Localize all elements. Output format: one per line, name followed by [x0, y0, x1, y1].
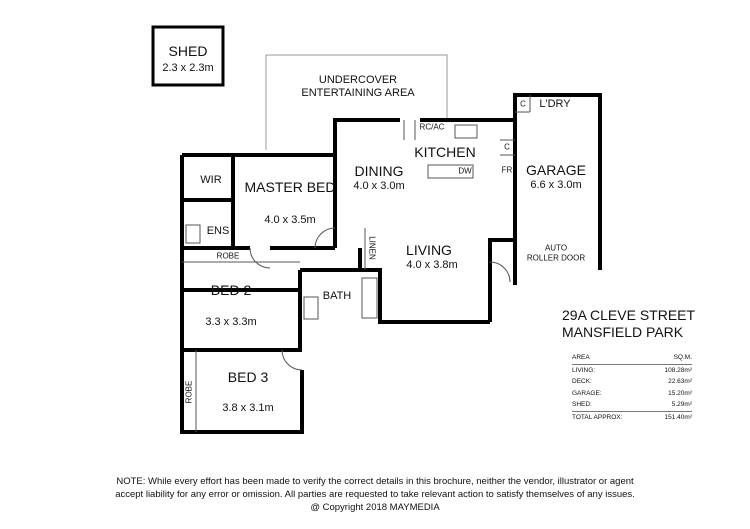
fridge-label: FR: [501, 165, 513, 175]
dishwasher-label: DW: [458, 166, 472, 176]
bath-label: BATH: [322, 290, 352, 302]
master-bed-dims: 4.0 x 3.5m: [264, 214, 316, 226]
bed3-robe-label: ROBE: [184, 380, 194, 404]
ens-label: ENS: [206, 225, 230, 237]
row-name: SHED:: [572, 401, 592, 409]
living-dims: 4.0 x 3.8m: [406, 259, 458, 271]
total-value: 151.40m²: [664, 413, 692, 421]
cupboard-label: C: [504, 142, 510, 152]
row-value: 15.20m²: [668, 389, 692, 397]
garage-dims: 6.6 x 3.0m: [530, 179, 582, 191]
row-value: 22.63m²: [668, 378, 692, 386]
rcac-label: RC/AC: [419, 122, 445, 132]
dining-label: DINING: [354, 163, 404, 179]
undercover-label-2: ENTERTAINING AREA: [301, 87, 415, 99]
area-table-header: AREA SQ.M.: [572, 352, 692, 365]
row-name: LIVING:: [572, 366, 596, 374]
undercover-label: UNDERCOVER: [318, 74, 398, 86]
shed-dims: 2.3 x 2.3m: [162, 62, 214, 74]
bed2-label: BED 2: [210, 282, 252, 298]
bed2-dims: 3.3 x 3.3m: [205, 316, 257, 328]
kitchen-label: KITCHEN: [414, 144, 476, 160]
copyright: @ Copyright 2018 MAYMEDIA: [310, 502, 440, 513]
shed-outline: [151, 25, 225, 87]
table-row: SHED: 5.29m²: [572, 399, 692, 411]
header-area: AREA: [572, 354, 590, 362]
shed-label: SHED: [168, 43, 208, 59]
dining-dims: 4.0 x 3.0m: [353, 180, 405, 192]
laundry-cupboard-label: C: [520, 99, 526, 109]
row-value: 5.29m²: [671, 401, 692, 409]
total-name: TOTAL APPROX:: [572, 413, 623, 421]
note-line-2: accept liability for any error or omissi…: [115, 489, 635, 500]
garage-door-label: AUTO: [544, 243, 568, 253]
header-sqm: SQ.M.: [673, 354, 692, 362]
garage-label: GARAGE: [526, 162, 586, 178]
laundry-label: L'DRY: [539, 98, 571, 110]
row-value: 108.28m²: [664, 366, 692, 374]
table-row: LIVING: 108.28m²: [572, 365, 692, 377]
fixtures: [182, 95, 531, 432]
garage-door-label-2: ROLLER DOOR: [526, 253, 586, 263]
wir-label: WIR: [200, 174, 222, 186]
bed3-dims: 3.8 x 3.1m: [222, 402, 274, 414]
disclaimer-note: NOTE: While every effort has been made t…: [0, 475, 750, 514]
area-table: AREA SQ.M. LIVING: 108.28m² DECK: 22.63m² G…: [572, 352, 692, 423]
table-row: DECK: 22.63m²: [572, 376, 692, 388]
master-bed-label: MASTER BED: [244, 179, 336, 195]
address-line-2: MANSFIELD PARK: [562, 324, 684, 340]
table-total-row: TOTAL APPROX: 151.40m²: [572, 410, 692, 424]
row-name: GARAGE:: [572, 389, 602, 397]
undercover-outline: [265, 54, 448, 150]
note-line-1: NOTE: While every effort has been made t…: [116, 476, 634, 487]
address-line-1: 29A CLEVE STREET: [562, 307, 696, 323]
table-row: GARAGE: 15.20m²: [572, 388, 692, 400]
bed2-robe-label: ROBE: [216, 251, 240, 261]
row-name: DECK:: [572, 378, 592, 386]
living-label: LIVING: [406, 242, 452, 258]
bed3-label: BED 3: [227, 369, 269, 385]
linen-label: LINEN: [367, 236, 377, 260]
